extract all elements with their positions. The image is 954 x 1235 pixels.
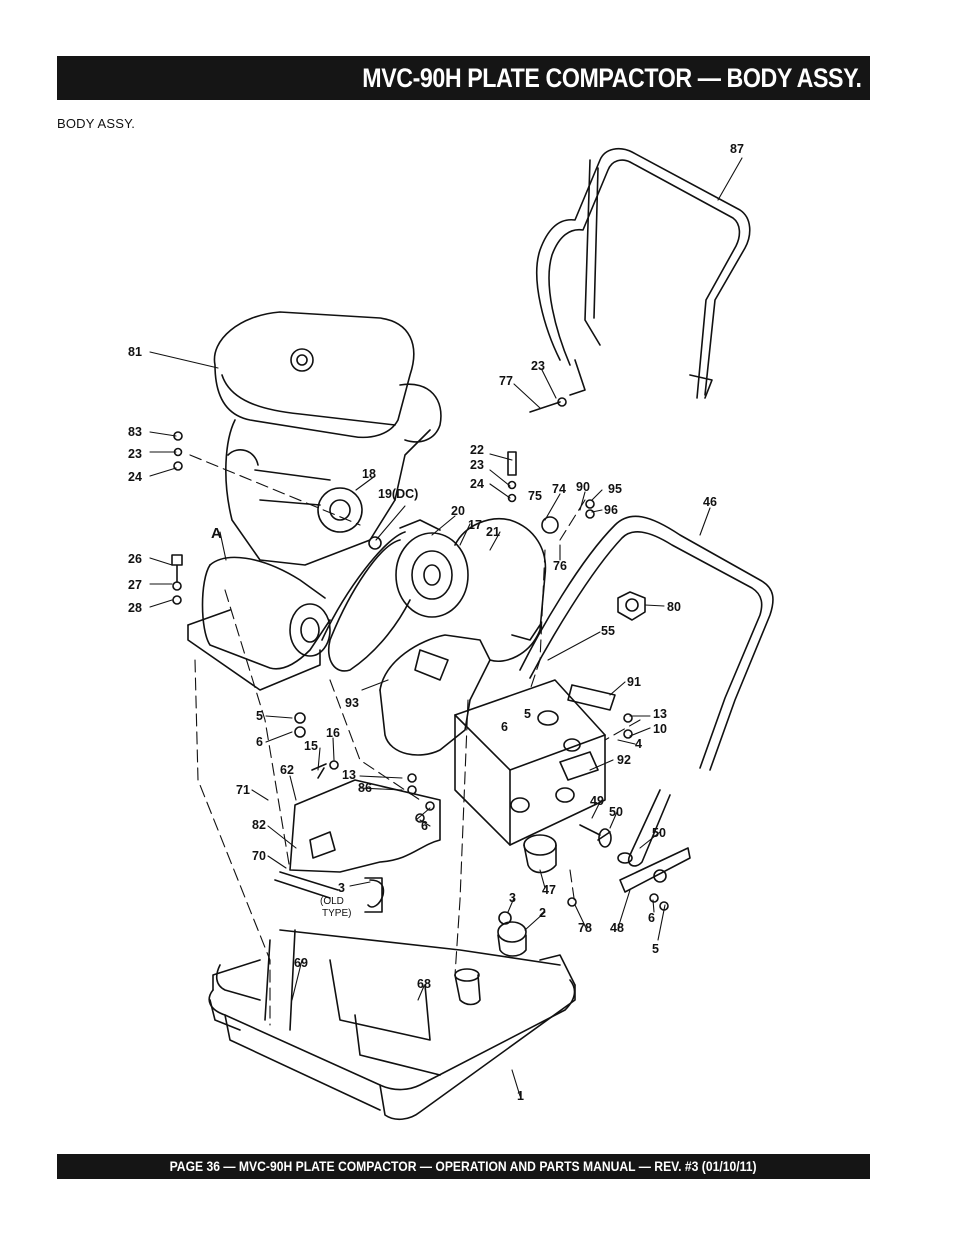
shock-mount-47 xyxy=(523,824,691,893)
callout-62: 62 xyxy=(280,763,294,777)
page-title-bar: MVC-90H PLATE COMPACTOR — BODY ASSY. xyxy=(57,56,870,100)
eccentric-housing-92 xyxy=(454,679,606,846)
callout-93: 93 xyxy=(345,696,359,710)
section-label: BODY ASSY. xyxy=(57,116,136,131)
page-footer: PAGE 36 — MVC-90H PLATE COMPACTOR — OPER… xyxy=(170,1159,757,1174)
callout-26: 26 xyxy=(128,552,142,566)
callout-13-right: 13 xyxy=(653,707,667,721)
callout-6-right: 6 xyxy=(648,911,655,925)
callout-1: 1 xyxy=(517,1089,524,1103)
callout-50-b: 50 xyxy=(652,826,666,840)
callout-90: 90 xyxy=(576,480,590,494)
callout-type: TYPE) xyxy=(322,908,351,919)
callout-49: 49 xyxy=(590,794,604,808)
callout-28: 28 xyxy=(128,601,142,615)
tank-cap-80 xyxy=(617,591,646,621)
page-footer-bar: PAGE 36 — MVC-90H PLATE COMPACTOR — OPER… xyxy=(57,1154,870,1179)
callout-87: 87 xyxy=(730,142,744,156)
callout-24-mid: 24 xyxy=(470,477,484,491)
callout-23-mid: 23 xyxy=(470,458,484,472)
callout-old: (OLD xyxy=(320,896,344,907)
callout-5-left: 5 xyxy=(256,709,263,723)
motor-a xyxy=(187,556,331,691)
callout-91: 91 xyxy=(627,675,641,689)
callout-18: 18 xyxy=(362,467,376,481)
callout-a: A xyxy=(211,525,222,542)
callout-77: 77 xyxy=(499,374,513,388)
plate-91 xyxy=(567,684,616,711)
callout-23-top: 23 xyxy=(531,359,545,373)
callout-15: 15 xyxy=(304,739,318,753)
callout-68: 68 xyxy=(417,977,431,991)
callout-16: 16 xyxy=(326,726,340,740)
callout-5-center: 5 xyxy=(524,707,531,721)
callout-71: 71 xyxy=(236,783,250,797)
callout-47: 47 xyxy=(542,883,556,897)
leader-lines xyxy=(149,157,743,1097)
callout-6-center: 6 xyxy=(501,720,508,734)
shock-absorber-2 xyxy=(454,921,527,1006)
callout-81: 81 xyxy=(128,345,142,359)
callout-21: 21 xyxy=(486,525,500,539)
callout-86: 86 xyxy=(358,781,372,795)
callout-69: 69 xyxy=(294,956,308,970)
callout-74: 74 xyxy=(552,482,566,496)
callout-13-left: 13 xyxy=(342,768,356,782)
page-title: MVC-90H PLATE COMPACTOR — BODY ASSY. xyxy=(362,62,863,93)
hardware-fasteners xyxy=(171,397,669,925)
callout-labels: 87 81 23 77 83 23 24 18 22 23 24 75 74 9… xyxy=(128,142,744,1103)
callout-6-left: 6 xyxy=(256,735,263,749)
belt-guard-17 xyxy=(379,518,547,756)
callout-70: 70 xyxy=(252,849,266,863)
callout-4: 4 xyxy=(635,737,642,751)
callout-5-right: 5 xyxy=(652,942,659,956)
callout-75: 75 xyxy=(528,489,542,503)
callout-76: 76 xyxy=(553,559,567,573)
bracket-plate-70 xyxy=(274,779,441,913)
callout-23: 23 xyxy=(128,447,142,461)
callout-22: 22 xyxy=(470,443,484,457)
callout-46: 46 xyxy=(703,495,717,509)
belt-pulley-assembly xyxy=(321,519,469,672)
callout-2: 2 xyxy=(539,906,546,920)
callout-20: 20 xyxy=(451,504,465,518)
callout-10: 10 xyxy=(653,722,667,736)
base-plate-1 xyxy=(208,929,576,1121)
callout-27: 27 xyxy=(128,578,142,592)
callout-80: 80 xyxy=(667,600,681,614)
callout-83: 83 xyxy=(128,425,142,439)
callout-3-left: 3 xyxy=(338,881,345,895)
guard-frame-87 xyxy=(536,147,751,399)
callout-95: 95 xyxy=(608,482,622,496)
handle-46 xyxy=(519,515,774,867)
callout-24: 24 xyxy=(128,470,142,484)
callout-96: 96 xyxy=(604,503,618,517)
callout-55: 55 xyxy=(601,624,615,638)
callout-50-a: 50 xyxy=(609,805,623,819)
callout-78: 78 xyxy=(578,921,592,935)
callout-48: 48 xyxy=(610,921,624,935)
callout-3-right: 3 xyxy=(509,891,516,905)
callout-82: 82 xyxy=(252,818,266,832)
engine-81 xyxy=(213,311,442,566)
callout-19dc: 19(DC) xyxy=(378,487,418,501)
callout-6-mid: 6 xyxy=(421,819,428,833)
callout-92: 92 xyxy=(617,753,631,767)
callout-17: 17 xyxy=(468,518,482,532)
